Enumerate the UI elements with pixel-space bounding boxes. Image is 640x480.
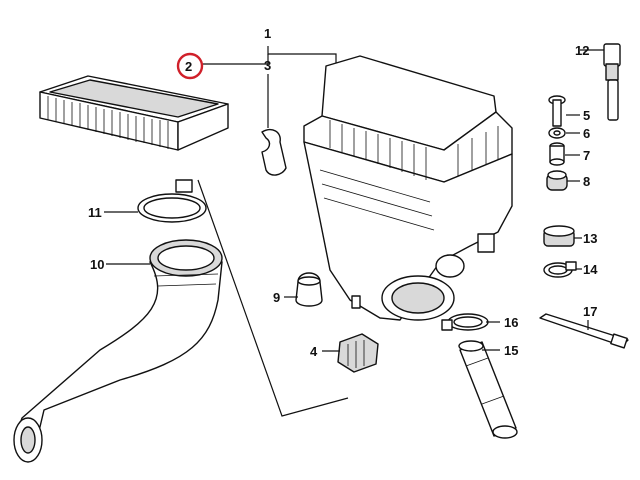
- holder-part[interactable]: [337, 333, 379, 373]
- callout-13[interactable]: 13: [583, 231, 597, 246]
- grommet-part[interactable]: [546, 170, 568, 191]
- callout-16[interactable]: 16: [504, 315, 518, 330]
- callout-12[interactable]: 12: [575, 43, 589, 58]
- sensor-part[interactable]: [603, 43, 621, 121]
- intake-duct-part[interactable]: [13, 239, 223, 463]
- hose-part[interactable]: [458, 340, 518, 439]
- callout-7[interactable]: 7: [583, 148, 590, 163]
- callout-11[interactable]: 11: [88, 205, 102, 220]
- callout-4[interactable]: 4: [310, 344, 318, 359]
- callout-5[interactable]: 5: [583, 108, 590, 123]
- callout-3[interactable]: 3: [264, 58, 271, 73]
- callout-labels: 1 2 3 4 5 6 7 8 9 10 11 12 13 14 15 16 1…: [88, 26, 598, 359]
- hose-clamp-small-part[interactable]: [543, 261, 577, 278]
- callout-15[interactable]: 15: [504, 343, 518, 358]
- callout-9[interactable]: 9: [273, 290, 280, 305]
- sleeve-part[interactable]: [549, 142, 565, 166]
- air-filter-element[interactable]: [39, 75, 229, 151]
- callout-10[interactable]: 10: [90, 257, 104, 272]
- air-filter-housing[interactable]: [303, 55, 513, 321]
- callout-8[interactable]: 8: [583, 174, 590, 189]
- washer-part[interactable]: [548, 127, 566, 139]
- bracket-lines: [203, 46, 337, 128]
- callout-6[interactable]: 6: [583, 126, 590, 141]
- rubber-mount-part[interactable]: [543, 225, 575, 247]
- bolt-part[interactable]: [548, 95, 566, 127]
- highlight-ring: [176, 52, 204, 80]
- assembly-frame: [197, 179, 349, 417]
- rubber-buffer-part[interactable]: [295, 272, 323, 307]
- hose-clamp-part[interactable]: [441, 313, 489, 331]
- clip-part[interactable]: [261, 128, 287, 176]
- leader-lines: [104, 49, 604, 352]
- clamp-part[interactable]: [137, 179, 207, 223]
- callout-2[interactable]: 2: [185, 59, 192, 74]
- callout-1[interactable]: 1: [264, 26, 271, 41]
- callout-14[interactable]: 14: [583, 262, 598, 277]
- callout-17[interactable]: 17: [583, 304, 597, 319]
- cable-tie-part[interactable]: [539, 313, 629, 349]
